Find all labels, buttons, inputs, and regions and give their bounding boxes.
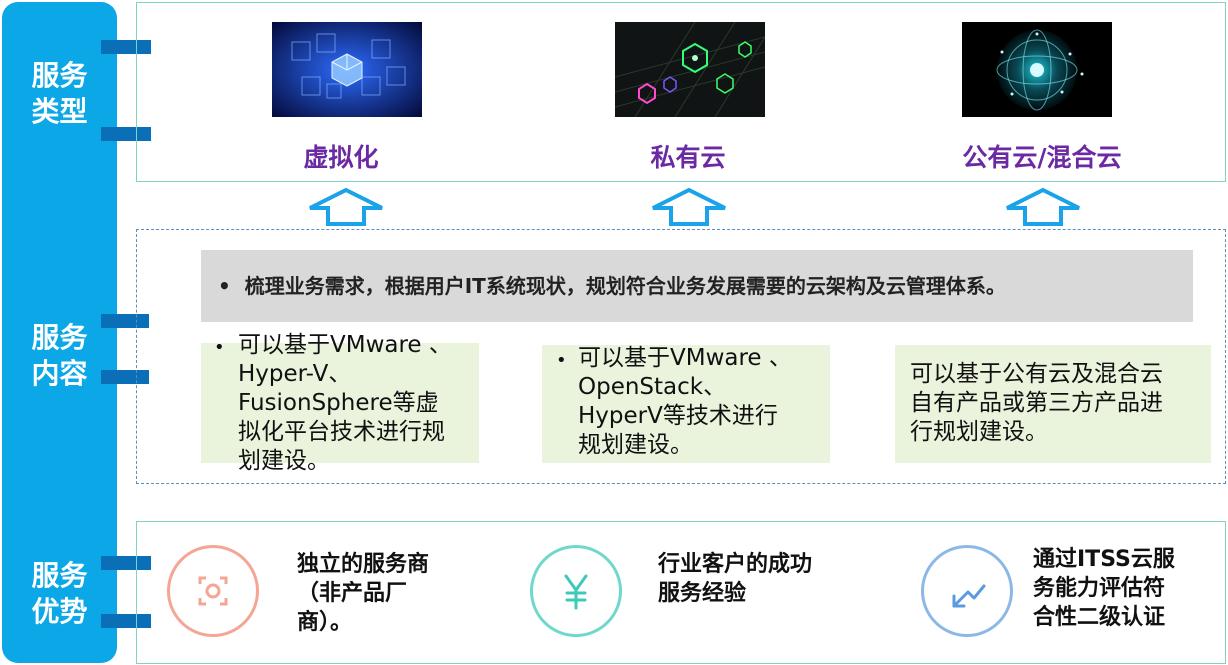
bullet: • <box>556 350 567 371</box>
sidebar <box>2 2 117 663</box>
connector-tab <box>101 314 149 328</box>
connector-tab <box>101 370 149 384</box>
service-content-panel <box>136 229 1226 484</box>
sidebar-label-service-type: 服务 类型 <box>31 59 88 128</box>
content-text-private-cloud: 可以基于VMware 、 OpenStack、 HyperV等技术进行 规划建设… <box>578 345 792 458</box>
yen-icon <box>564 574 588 610</box>
connector-tab <box>101 614 151 628</box>
advantage-circle-experience <box>530 545 622 637</box>
service-type-panel <box>136 2 1226 182</box>
advantage-circle-certification <box>921 545 1013 637</box>
service-advantage-panel <box>136 521 1226 664</box>
connector-tab <box>101 556 151 570</box>
private-cloud-image <box>615 22 765 117</box>
content-box-virtualization <box>201 343 479 463</box>
advantage-text-independent: 独立的服务商 （非产品厂 商）。 <box>297 552 430 635</box>
bullet: • <box>218 274 231 298</box>
banner-text: • 梳理业务需求，根据用户IT系统现状，规划符合业务发展需要的云架构及云管理体系… <box>218 274 1006 298</box>
type-label-virtualization: 虚拟化 <box>303 143 379 172</box>
up-arrow-icon <box>1006 187 1080 226</box>
content-box-private-cloud <box>542 345 830 463</box>
type-label-private-cloud: 私有云 <box>650 143 726 172</box>
advantage-text-certification: 通过ITSS云服 务能力评估符 合性二级认证 <box>1033 547 1175 630</box>
content-text-public-cloud: 可以基于公有云及混合云 自有产品或第三方产品进 行规划建设。 <box>910 361 1163 445</box>
advantage-text-experience: 行业客户的成功 服务经验 <box>658 552 813 606</box>
public-cloud-image <box>962 22 1112 117</box>
content-text-virtualization: 可以基于VMware 、 Hyper-V、 FusionSphere等虚 拟化平… <box>238 332 452 474</box>
requirements-banner <box>201 250 1193 322</box>
sidebar-label-service-content: 服务 内容 <box>31 321 88 390</box>
connector-tab <box>101 127 151 141</box>
type-label-public-hybrid-cloud: 公有云/混合云 <box>962 143 1122 172</box>
sidebar-label-service-advantage: 服务 优势 <box>31 559 88 628</box>
trend-down-icon <box>952 584 986 608</box>
focus-icon <box>198 576 228 606</box>
virtualization-image <box>272 22 422 117</box>
bullet: • <box>214 337 225 358</box>
content-box-public-cloud <box>895 345 1211 463</box>
advantage-circle-independent <box>167 545 259 637</box>
up-arrow-icon <box>309 187 383 226</box>
connector-tab <box>101 40 151 54</box>
up-arrow-icon <box>652 187 726 226</box>
